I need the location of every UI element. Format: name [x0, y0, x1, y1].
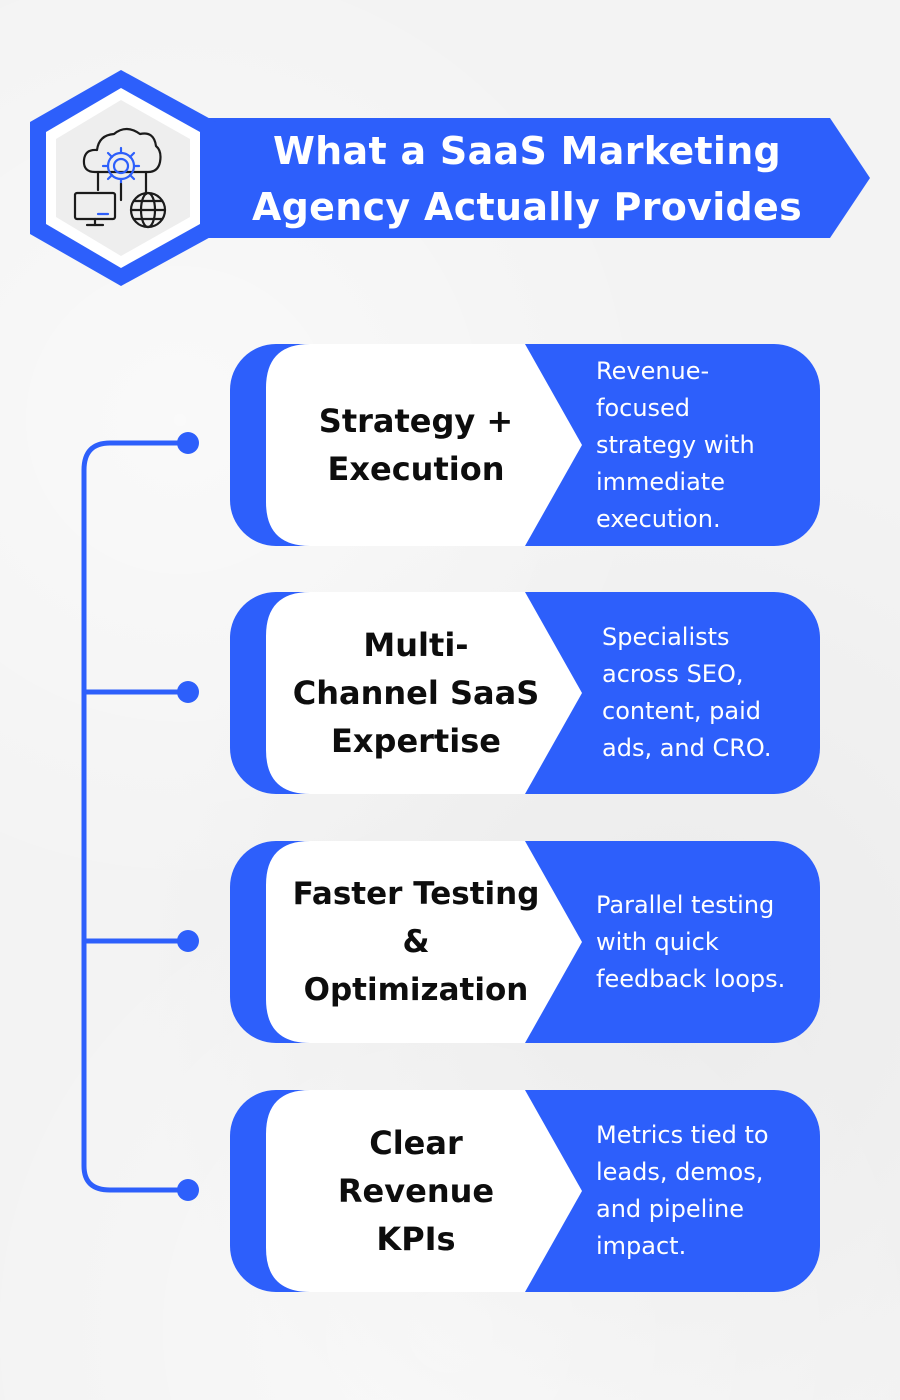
card-multichannel-expertise: Multi- Channel SaaS Expertise Specialist… [230, 592, 820, 794]
card-revenue-kpis: Clear Revenue KPIs Metrics tied to leads… [230, 1090, 820, 1292]
connector-dot-2 [177, 681, 199, 703]
page-title-line1: What a SaaS Marketing [272, 129, 782, 173]
card-heading: Multi- Channel SaaS Expertise [292, 626, 540, 760]
connector-bracket [81, 432, 199, 1201]
card-description: Metrics tied to leads, demos, and pipeli… [596, 1121, 769, 1260]
card-label-panel [266, 344, 582, 546]
connector-dot-4 [177, 1179, 199, 1201]
card-strategy-execution: Strategy + Execution Revenue- focused st… [230, 344, 820, 546]
card-heading: Strategy + Execution [318, 402, 514, 488]
card-description: Parallel testing with quick feedback loo… [596, 890, 786, 993]
connector-dot-3 [177, 930, 199, 952]
page-title: What a SaaS Marketing Agency Actually Pr… [232, 120, 822, 238]
card-description: Revenue- focused strategy with immediate… [596, 356, 755, 533]
card-heading: Clear Revenue KPIs [337, 1124, 495, 1258]
page-title-line2: Agency Actually Provides [251, 185, 803, 229]
card-testing-optimization: Faster Testing & Optimization Parallel t… [230, 841, 820, 1043]
connector-line [81, 440, 186, 1193]
card-label-panel [266, 1090, 582, 1292]
card-label-panel [266, 841, 582, 1043]
header-banner [30, 70, 870, 286]
cloud-settings-network-icon [73, 127, 167, 229]
title-ribbon [200, 118, 870, 238]
card-description: Specialists across SEO, content, paid ad… [602, 623, 772, 762]
connector-dot-1 [177, 432, 199, 454]
card-label-panel [266, 592, 582, 794]
card-heading: Faster Testing & Optimization [292, 876, 540, 1008]
